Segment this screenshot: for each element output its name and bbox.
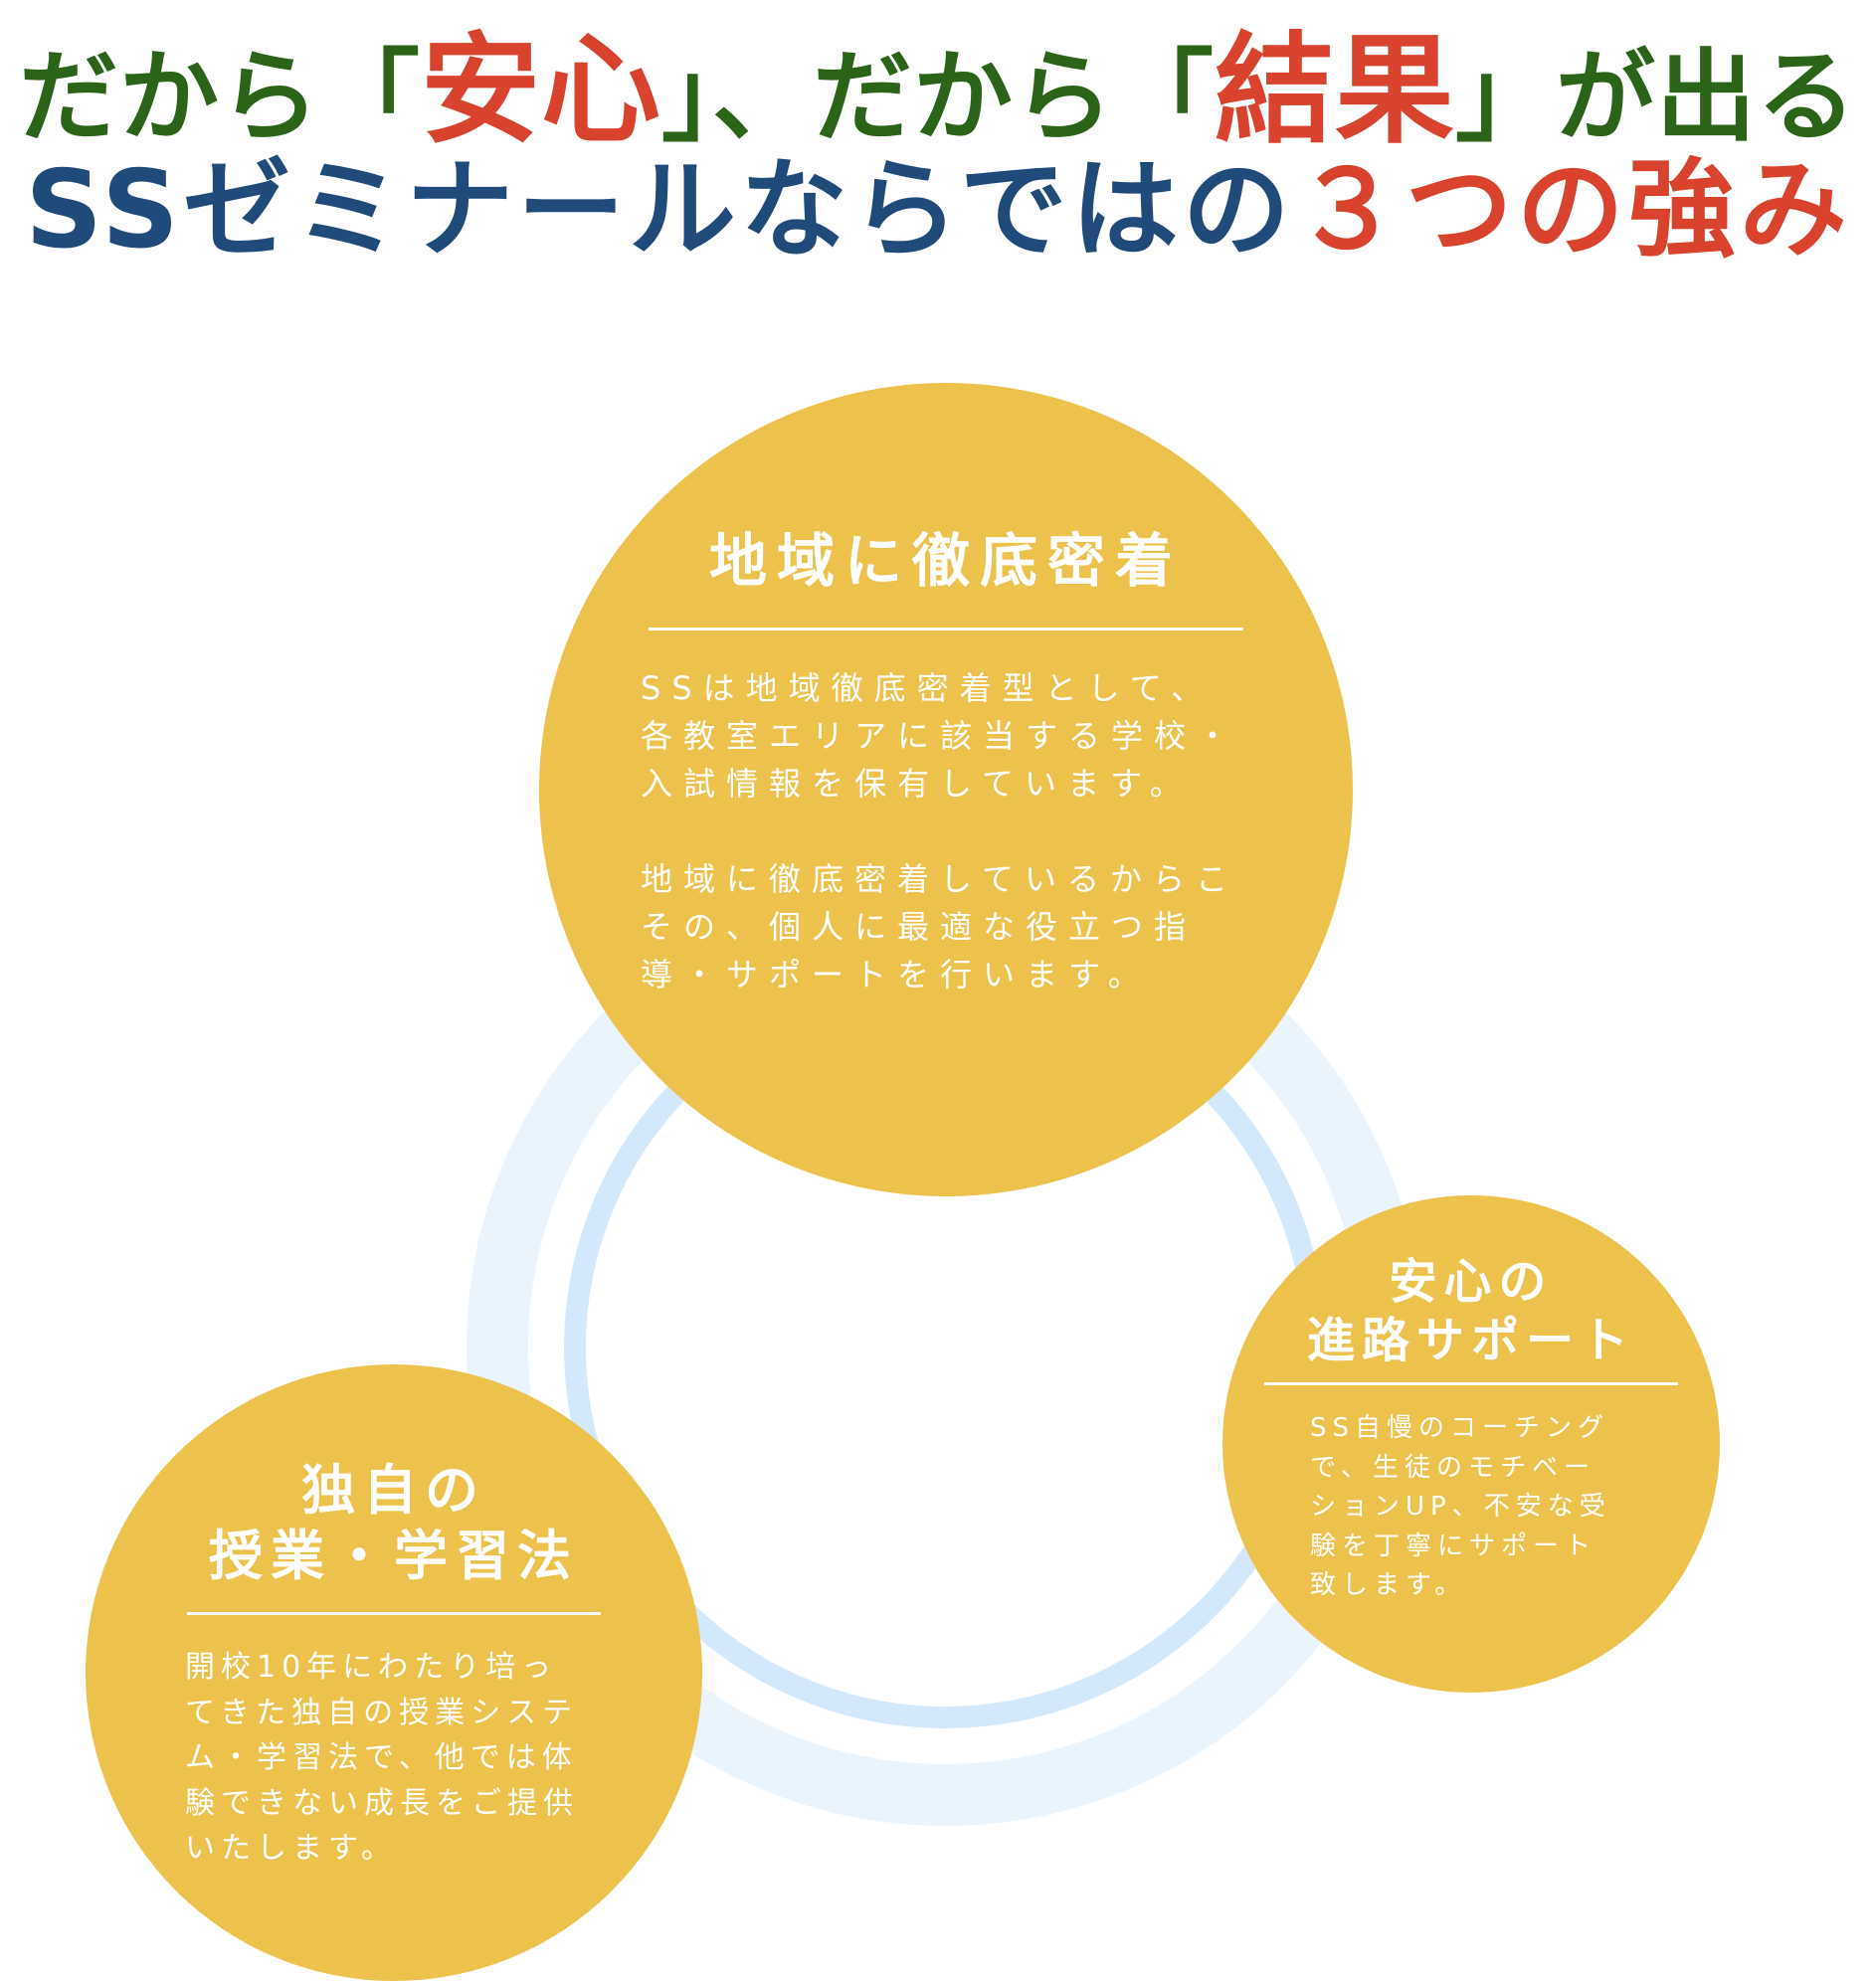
- feature-title: 独自の 授業・学習法: [209, 1459, 579, 1587]
- headline-emphasis-anshin: 安心: [421, 22, 661, 160]
- feature-description: 開校10年にわたり培っ てきた独自の授業システ ム・学習法で、他では体 験できな…: [185, 1650, 579, 1867]
- divider: [1264, 1382, 1678, 1385]
- headline-emphasis-kekka: 結果: [1215, 22, 1455, 160]
- feature-circle-support: 安心の 進路サポート SS自慢のコーチング で、生徒のモチベー ションUP、不安…: [1222, 1195, 1720, 1693]
- headline-three-strengths: ３つの強み: [1293, 148, 1851, 272]
- feature-circle-local: 地域に徹底密着 SSは地域徹底密着型として、 各教室エリアに該当する学校・ 入試…: [539, 383, 1353, 1196]
- feature-description: SS自慢のコーチング で、生徒のモチベー ションUP、不安な受 験を丁寧にサポー…: [1310, 1413, 1611, 1601]
- divider: [187, 1612, 601, 1615]
- headline-text: 」が出る: [1455, 39, 1857, 155]
- headline-line-1: だから「安心」、だから「結果」が出る: [0, 32, 1876, 151]
- headline-text: だから「: [19, 39, 421, 155]
- headline-text: 」、だから「: [661, 39, 1215, 155]
- headline-brand-text: SSゼミナールならではの: [25, 148, 1294, 272]
- headline-line-2: SSゼミナールならではの３つの強み: [0, 157, 1876, 265]
- feature-description: SSは地域徹底密着型として、 各教室エリアに該当する学校・ 入試情報を保有してい…: [641, 669, 1240, 993]
- feature-title: 安心の 進路サポート: [1306, 1254, 1635, 1368]
- divider: [649, 628, 1243, 630]
- feature-title: 地域に徹底密着: [708, 527, 1183, 595]
- feature-circle-method: 独自の 授業・学習法 開校10年にわたり培っ てきた独自の授業システ ム・学習法…: [86, 1364, 702, 1981]
